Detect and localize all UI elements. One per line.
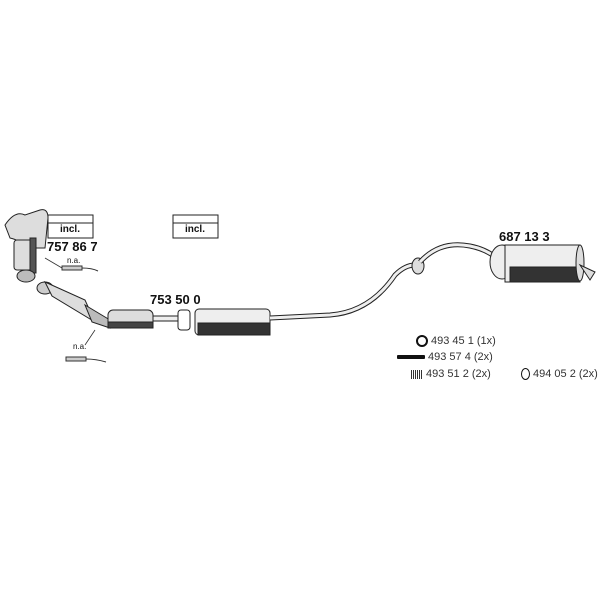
part-number-front-pipe[interactable]: 753 50 0 — [150, 292, 201, 307]
hardware-item[interactable]: 493 51 2 (2x) — [411, 368, 491, 380]
hardware-label: 493 45 1 (1x) — [431, 335, 496, 347]
spring-icon — [411, 369, 423, 379]
hardware-item[interactable]: 493 45 1 (1x) — [416, 335, 496, 347]
part-number-manifold[interactable]: 757 86 7 — [47, 239, 98, 254]
manifold-catalyst-part — [4, 209, 49, 283]
bolt-icon — [397, 355, 425, 359]
gasket-kit-box-2 — [172, 214, 219, 239]
hardware-label: 494 05 2 (2x) — [533, 368, 598, 380]
rear-muffler-part — [411, 242, 596, 283]
hardware-label: 493 51 2 (2x) — [426, 368, 491, 380]
na-label-1: n.a. — [67, 256, 81, 265]
ring-icon — [416, 335, 428, 347]
clamp-icon — [521, 368, 530, 380]
na-label-2: n.a. — [73, 342, 87, 351]
oxygen-sensor-1 — [44, 257, 99, 272]
hardware-label: 493 57 4 (2x) — [428, 351, 493, 363]
part-number-rear-muffler[interactable]: 687 13 3 — [499, 229, 550, 244]
front-pipe-part — [36, 262, 416, 336]
incl-label-1: incl. — [59, 224, 80, 235]
incl-label-2: incl. — [184, 224, 205, 235]
hardware-item[interactable]: 494 05 2 (2x) — [521, 368, 598, 380]
hardware-item[interactable]: 493 57 4 (2x) — [397, 351, 493, 363]
oxygen-sensor-2 — [65, 329, 107, 363]
gasket-kit-box-1 — [47, 214, 94, 239]
